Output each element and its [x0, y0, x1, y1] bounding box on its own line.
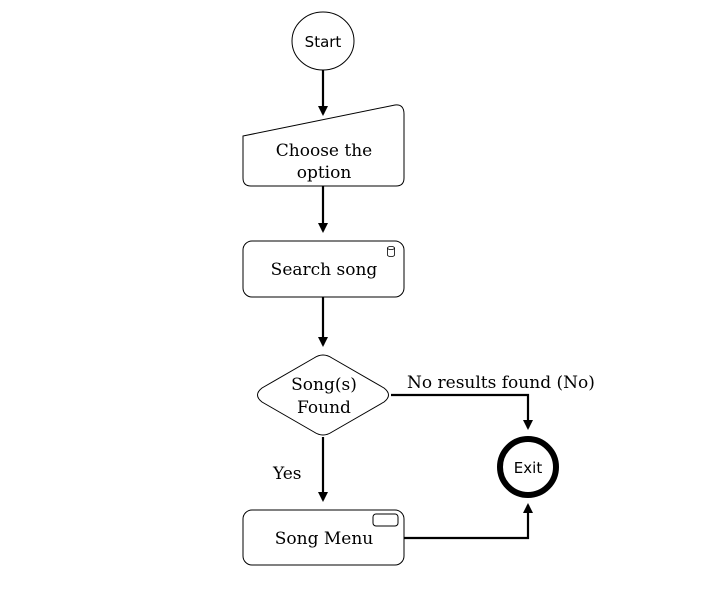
database-icon: [387, 245, 395, 257]
start-label: Start: [305, 33, 342, 51]
no-results-label: No results found (No): [407, 373, 595, 393]
edge-found-exit-no: [391, 393, 533, 430]
search-song-label: Search song: [271, 260, 378, 280]
start-node: Start: [291, 11, 355, 71]
songs-found-decision: Song(s) Found: [257, 354, 389, 436]
choose-option-node: Choose the option: [242, 104, 405, 187]
choose-option-label-line2: option: [297, 163, 352, 183]
screen-icon: [372, 513, 399, 527]
yes-label: Yes: [272, 464, 302, 484]
exit-node: Exit: [497, 436, 559, 498]
exit-label: Exit: [514, 459, 543, 477]
song-menu-node: Song Menu: [242, 509, 405, 566]
edge-menu-exit: [404, 503, 533, 540]
songs-found-label-line1: Song(s): [291, 375, 357, 395]
songs-found-label-line2: Found: [297, 398, 351, 418]
choose-option-label-line1: Choose the: [276, 141, 372, 161]
search-song-node: Search song: [242, 240, 405, 298]
song-menu-label: Song Menu: [275, 529, 374, 549]
